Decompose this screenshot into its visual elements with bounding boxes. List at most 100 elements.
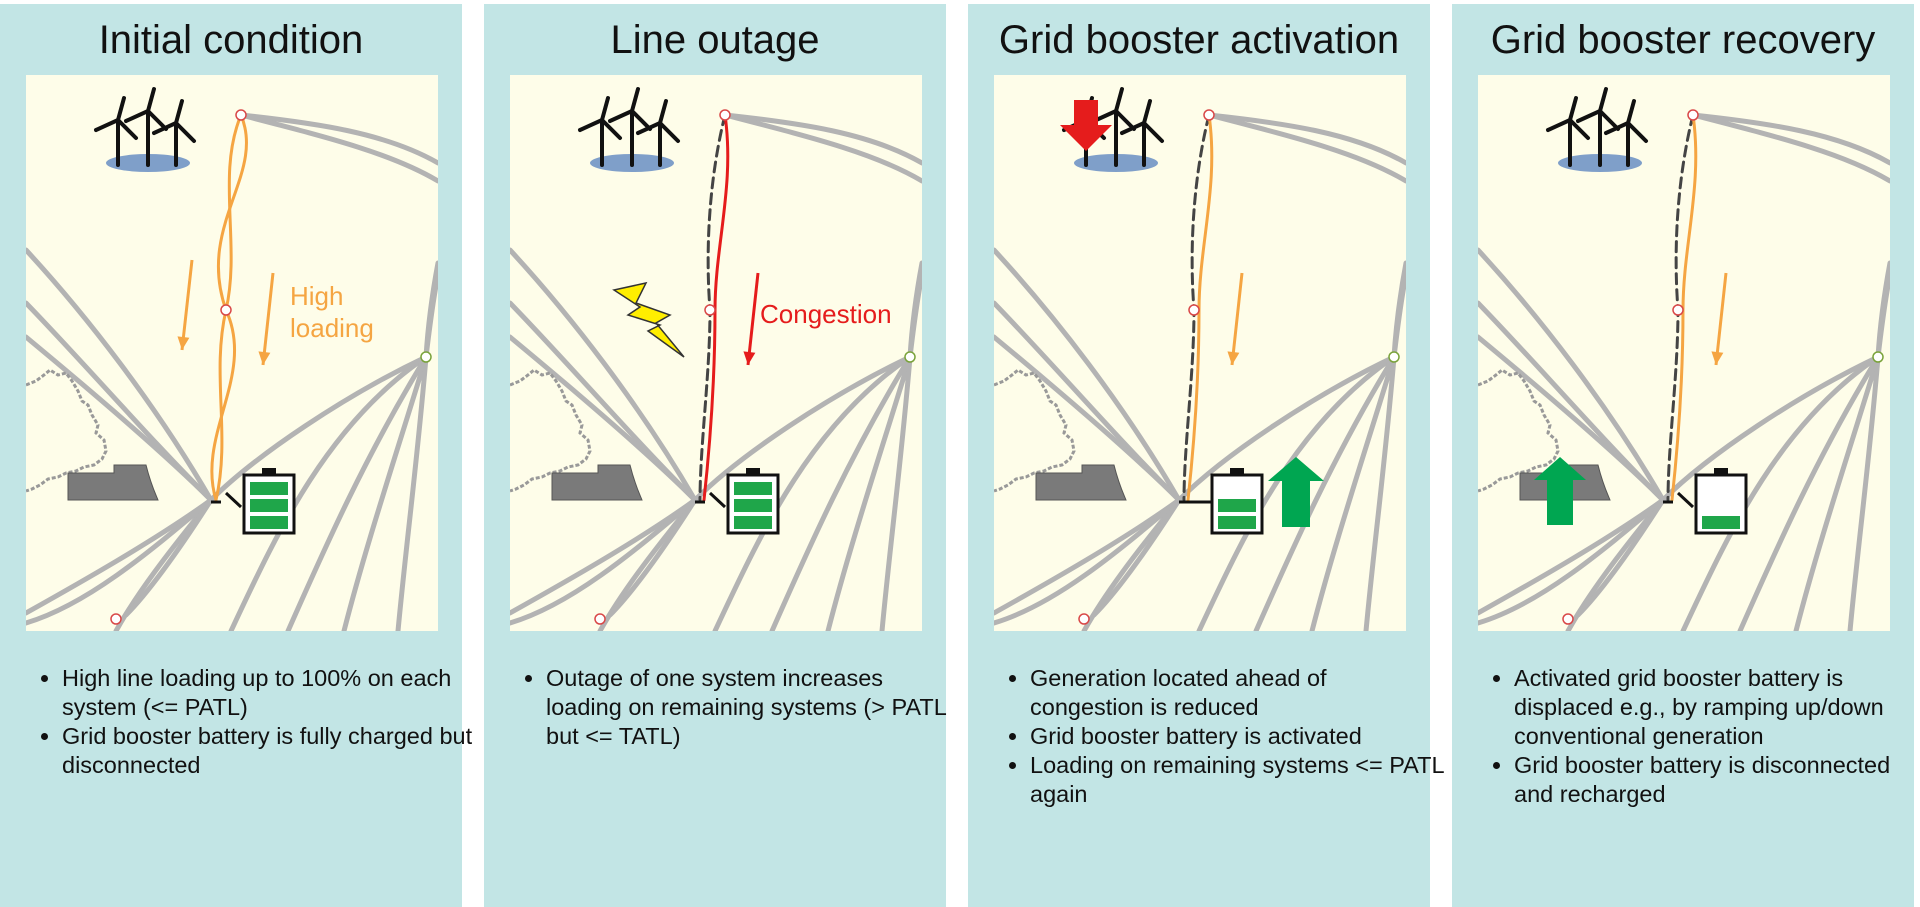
reduce-generation-arrow xyxy=(1060,100,1112,151)
coastline xyxy=(26,368,108,493)
substation-node xyxy=(1078,613,1090,625)
flow-arrow-head xyxy=(1711,351,1724,365)
turbine-blade xyxy=(146,109,168,131)
flow-arrow-shaft xyxy=(180,259,194,351)
loading-label-line: loading xyxy=(290,313,374,343)
turbine-blade xyxy=(1114,87,1124,113)
wind-turbine xyxy=(94,96,138,167)
turbine-blade xyxy=(608,109,634,123)
battery-terminal xyxy=(1714,468,1728,475)
panel-title: Grid booster activation xyxy=(998,18,1400,62)
turbine-blade xyxy=(94,118,120,132)
transmission-line xyxy=(1206,112,1406,166)
substation-node xyxy=(1203,109,1215,121)
wind-turbine xyxy=(1604,99,1648,167)
transmission-line xyxy=(607,497,698,618)
transmission-line xyxy=(1091,497,1182,618)
battery-charge-bar xyxy=(250,482,288,495)
transmission-line xyxy=(1196,354,1397,631)
transmission-line xyxy=(994,334,1182,503)
power-plant-icon xyxy=(1035,464,1127,501)
transmission-line xyxy=(510,334,698,503)
turbine-blade xyxy=(124,109,150,123)
transmission-line xyxy=(879,354,913,631)
wind-turbine xyxy=(1576,87,1620,167)
wind-farm-icon xyxy=(1546,87,1648,172)
panel-title: Line outage xyxy=(610,18,820,62)
battery-switch-open xyxy=(1676,491,1695,509)
transmission-line xyxy=(994,247,1182,503)
turbine-blade xyxy=(116,118,138,140)
panel-line-outage: Line outage Congestion Outage of one sys… xyxy=(484,4,946,907)
panel-title: Initial condition xyxy=(98,18,364,62)
bullet-item: Generation located ahead of congestion i… xyxy=(1030,664,1445,722)
panel-grid-booster-recovery: Grid booster recovery Activated grid boo… xyxy=(1452,4,1914,907)
substation-node xyxy=(1672,304,1684,316)
flow-arrow xyxy=(1227,272,1244,366)
loading-label-line: Congestion xyxy=(760,299,892,329)
battery-charge-bar xyxy=(1702,516,1740,529)
turbine-blade xyxy=(1546,118,1572,132)
transmission-line xyxy=(1309,354,1397,631)
loading-label: Congestion xyxy=(760,299,892,329)
bullet-list: High line loading up to 100% on each sys… xyxy=(32,664,477,780)
flow-arrow xyxy=(743,272,760,366)
substation-node xyxy=(220,304,232,316)
turbine-blade xyxy=(152,121,178,135)
battery-icon xyxy=(695,468,780,535)
flow-arrow-shaft xyxy=(1714,272,1728,366)
battery-switch-open xyxy=(224,491,243,509)
transmission-lines xyxy=(1478,112,1890,631)
turbine-blade xyxy=(1142,121,1164,143)
bullet-item: Grid booster battery is fully charged bu… xyxy=(62,722,477,780)
transmission-line xyxy=(510,247,698,503)
flow-arrow-head xyxy=(258,351,271,365)
power-plant-icon xyxy=(67,464,159,501)
map-background xyxy=(1478,75,1890,631)
coastline xyxy=(994,368,1076,493)
coastline xyxy=(510,368,592,493)
battery-terminal xyxy=(746,468,760,475)
transmission-line xyxy=(722,112,922,166)
flow-arrow-shaft xyxy=(1230,272,1244,366)
substation-node xyxy=(704,304,716,316)
turbine-blade xyxy=(174,121,196,143)
transmission-line xyxy=(712,354,913,631)
transmission-line xyxy=(825,354,913,631)
transmission-line xyxy=(1660,354,1881,503)
transmission-line xyxy=(26,497,214,626)
transmission-line xyxy=(1363,354,1397,631)
map-background xyxy=(994,75,1406,631)
wind-turbine xyxy=(608,87,652,167)
substation-node xyxy=(1687,109,1699,121)
battery-charge-bar xyxy=(1218,516,1256,529)
increase-generation-arrow xyxy=(1534,457,1586,525)
wind-farm-icon xyxy=(94,87,196,172)
bullet-item: Outage of one system increases loading o… xyxy=(546,664,961,751)
flow-arrow-head xyxy=(743,351,756,365)
transmission-line xyxy=(208,354,429,503)
turbine-blade xyxy=(1568,96,1578,122)
transmission-line xyxy=(1690,112,1890,166)
transmission-line xyxy=(123,497,214,618)
transmission-line xyxy=(1253,354,1397,631)
power-plant-body xyxy=(1035,464,1127,501)
loading-label-line: High xyxy=(290,281,343,311)
panel-grid-booster-activation: Grid booster activation Generation locat… xyxy=(968,4,1444,907)
bullet-item: Grid booster battery is disconnected and… xyxy=(1514,751,1920,809)
transmission-line xyxy=(1391,260,1406,360)
transmission-line xyxy=(692,354,913,503)
bullet-item: Loading on remaining systems <= PATL aga… xyxy=(1030,751,1445,809)
grid-map xyxy=(994,75,1406,631)
substation-node xyxy=(1562,613,1574,625)
turbine-blade xyxy=(1576,109,1602,123)
coastline xyxy=(1478,368,1560,493)
wind-turbine xyxy=(124,87,168,167)
battery-charge-bar xyxy=(250,516,288,529)
transmission-line xyxy=(1575,497,1666,618)
transmission-line xyxy=(1680,354,1881,631)
turbine-blade xyxy=(1626,99,1636,125)
transmission-line xyxy=(26,334,214,503)
wind-turbine xyxy=(152,99,196,167)
